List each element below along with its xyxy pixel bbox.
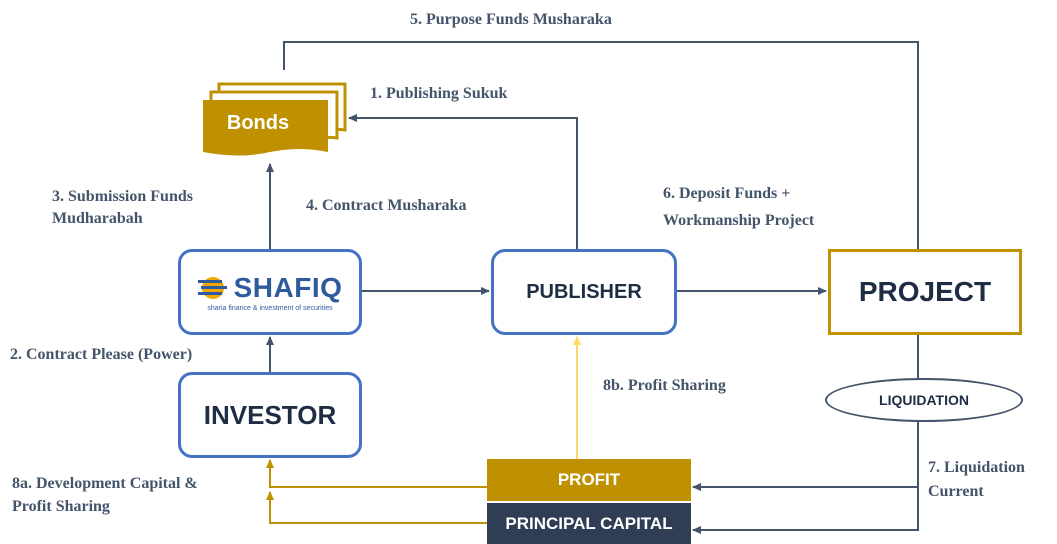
shafiq-logo-text: SHAFIQ: [233, 272, 343, 303]
investor-node: INVESTOR: [178, 372, 362, 458]
label-development-capital-2: Profit Sharing: [12, 498, 110, 515]
edge-profit-to-investor: [266, 459, 487, 488]
bonds-document-icon: [203, 82, 347, 156]
label-submission-funds-2: Mudharabah: [52, 210, 143, 227]
shafiq-node: SHAFIQ sharia finance & investment of se…: [178, 249, 362, 335]
label-submission-funds-1: 3. Submission Funds: [52, 188, 193, 205]
label-deposit-funds-1: 6. Deposit Funds +: [663, 185, 791, 202]
label-contract-please: 2. Contract Please (Power): [10, 346, 193, 363]
shafiq-logo: SHAFIQ: [197, 272, 343, 304]
profit-node: PROFIT: [487, 459, 691, 501]
edge-principal-to-investor: [266, 491, 487, 524]
shafiq-tagline: sharia finance & investment of securitie…: [207, 305, 333, 312]
label-profit-sharing-8b: 8b. Profit Sharing: [603, 377, 726, 394]
project-node: PROJECT: [828, 249, 1022, 335]
label-liquidation-current-1: 7. Liquidation: [928, 459, 1025, 476]
label-development-capital-1: 8a. Development Capital &: [12, 475, 198, 492]
shafiq-logo-icon: [197, 277, 227, 299]
label-contract-musharaka: 4. Contract Musharaka: [306, 197, 467, 214]
label-liquidation-current-2: Current: [928, 483, 984, 500]
edge-publishing-sukuk: [348, 114, 578, 249]
edge-liquidation-to-principal: [692, 487, 919, 534]
liquidation-node: LIQUIDATION: [825, 378, 1023, 422]
label-purpose-funds: 5. Purpose Funds Musharaka: [410, 11, 612, 28]
label-publishing-sukuk: 1. Publishing Sukuk: [370, 85, 508, 102]
edge-liquidation-to-profit: [692, 422, 919, 491]
principal-capital-node: PRINCIPAL CAPITAL: [487, 503, 691, 544]
label-deposit-funds-2: Workmanship Project: [663, 212, 815, 229]
bonds-label: Bonds: [226, 112, 290, 134]
publisher-node: PUBLISHER: [491, 249, 677, 335]
edge-purpose-funds: [283, 41, 919, 249]
